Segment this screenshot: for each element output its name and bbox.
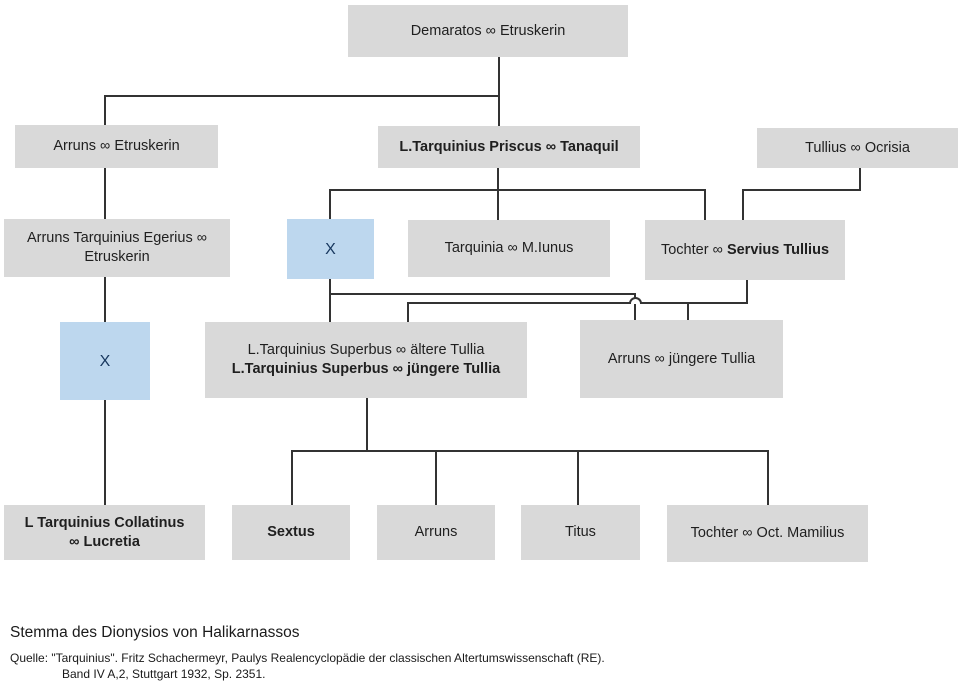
node-sextus: Sextus — [232, 505, 350, 560]
connector-line — [704, 189, 706, 220]
connector-line — [291, 450, 293, 505]
node-demaratos: Demaratos ∞ Etruskerin — [348, 5, 628, 57]
node-titus: Titus — [521, 505, 640, 560]
connector-line — [329, 189, 331, 219]
node-label: Tochter ∞ Servius Tullius — [660, 241, 830, 258]
node-label: L.Tarquinius Priscus ∞ Tanaquil — [399, 138, 619, 155]
node-tochter-mamilius: Tochter ∞ Oct. Mamilius — [667, 505, 868, 562]
source-line1: Quelle: "Tarquinius". Fritz Schachermeyr… — [10, 651, 605, 665]
node-label: Arruns ∞ Etruskerin — [53, 138, 180, 154]
connector-line — [104, 95, 106, 125]
connector-line — [767, 450, 769, 505]
node-arruns-etruskerin: Arruns ∞ Etruskerin — [15, 125, 218, 168]
node-label: X — [99, 352, 111, 370]
node-label-line1: L Tarquinius Collatinus — [24, 514, 185, 531]
node-unknown-son: X — [287, 219, 374, 279]
node-label: Demaratos ∞ Etruskerin — [410, 22, 566, 39]
connector-line — [104, 95, 500, 97]
line-crossing-hop — [629, 297, 642, 304]
connector-line — [497, 168, 499, 220]
node-label-line2: L.Tarquinius Superbus ∞ jüngere Tullia — [231, 361, 501, 377]
node-collatinus: L Tarquinius Collatinus ∞ Lucretia — [4, 505, 205, 560]
node-superbus: L.Tarquinius Superbus ∞ ältere Tullia L.… — [205, 322, 527, 398]
node-tarquinia: Tarquinia ∞ M.Iunus — [408, 220, 610, 277]
connector-line — [859, 168, 861, 191]
connector-line — [104, 400, 106, 505]
connector-line — [687, 302, 689, 320]
source-line2: Band IV A,2, Stuttgart 1932, Sp. 2351. — [62, 667, 266, 681]
diagram-title: Stemma des Dionysios von Halikarnassos — [10, 624, 300, 641]
node-label: Titus — [565, 524, 596, 540]
node-label: Arruns Tarquinius Egerius ∞ Etruskerin — [26, 230, 208, 265]
node-tochter-servius: Tochter ∞ Servius Tullius — [645, 220, 845, 280]
connector-line — [498, 57, 500, 126]
node-arruns-juengere-tullia: Arruns ∞ jüngere Tullia — [580, 320, 783, 398]
node-arruns-jr: Arruns — [377, 505, 495, 560]
node-tarquinius-priscus: L.Tarquinius Priscus ∞ Tanaquil — [378, 126, 640, 168]
connector-line — [291, 450, 769, 452]
connector-line — [407, 302, 748, 304]
node-unknown-grandson: X — [60, 322, 150, 400]
connector-line — [329, 189, 706, 191]
node-tullius-ocrisia: Tullius ∞ Ocrisia — [757, 128, 958, 168]
connector-line — [104, 277, 106, 322]
connector-line — [746, 280, 748, 304]
connector-line — [435, 450, 437, 505]
node-label: Sextus — [267, 524, 315, 540]
node-egerius: Arruns Tarquinius Egerius ∞ Etruskerin — [4, 219, 230, 277]
source-citation: Quelle: "Tarquinius". Fritz Schachermeyr… — [10, 650, 605, 682]
connector-line — [407, 302, 409, 322]
connector-line — [634, 293, 636, 320]
node-label: Tarquinia ∞ M.Iunus — [444, 240, 574, 256]
connector-line — [366, 398, 368, 450]
connector-line — [329, 293, 636, 295]
connector-line — [742, 189, 861, 191]
node-label-line2: ∞ Lucretia — [69, 533, 140, 550]
node-label: Tochter ∞ Oct. Mamilius — [690, 525, 845, 541]
connector-line — [329, 279, 331, 322]
node-label: Tullius ∞ Ocrisia — [805, 139, 910, 156]
connector-line — [742, 189, 744, 220]
node-label-line1: L.Tarquinius Superbus ∞ ältere Tullia — [247, 342, 485, 358]
node-label: X — [325, 240, 336, 258]
connector-line — [104, 168, 106, 219]
node-label: Arruns ∞ jüngere Tullia — [607, 350, 756, 367]
node-label: Arruns — [414, 524, 458, 540]
connector-line — [577, 450, 579, 505]
